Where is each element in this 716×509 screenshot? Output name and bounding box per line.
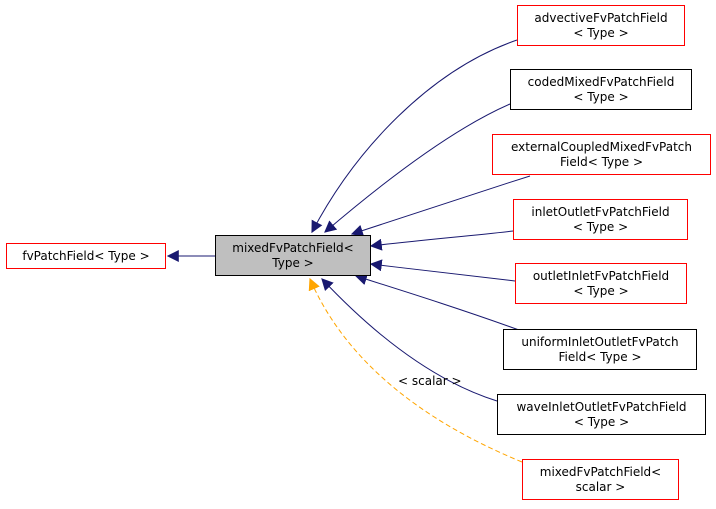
node-label: advectiveFvPatchField (534, 10, 668, 25)
node-outletInletFvPatchField[interactable]: outletInletFvPatchField < Type > (515, 263, 687, 304)
node-label: externalCoupledMixedFvPatch (510, 139, 693, 154)
edge-externalCoupledMixed-to-focus (350, 175, 531, 237)
node-label: mixedFvPatchField< (539, 464, 662, 479)
node-label: scalar > (575, 479, 626, 494)
node-label: < Type > (573, 89, 629, 104)
node-fvPatchField[interactable]: fvPatchField< Type > (6, 243, 166, 269)
node-codedMixedFvPatchField[interactable]: codedMixedFvPatchField < Type > (510, 69, 692, 110)
node-waveInletOutletFvPatchField[interactable]: waveInletOutletFvPatchField < Type > (497, 394, 706, 435)
edge-mixedScalar-to-focus (308, 277, 523, 463)
node-label: Field< Type > (560, 154, 643, 169)
edge-uniformInletOutlet-to-focus (354, 273, 531, 335)
node-label: Field< Type > (558, 349, 642, 364)
node-inletOutletFvPatchField[interactable]: inletOutletFvPatchField < Type > (513, 199, 688, 240)
node-externalCoupledMixedFvPatchField[interactable]: externalCoupledMixedFvPatch Field< Type … (492, 134, 711, 175)
node-label: inletOutletFvPatchField (531, 204, 670, 219)
node-advectiveFvPatchField[interactable]: advectiveFvPatchField < Type > (517, 5, 685, 46)
node-label: fvPatchField< Type > (22, 248, 150, 263)
edge-advective-to-focus (311, 39, 518, 234)
node-label: < Type > (572, 219, 629, 234)
node-uniformInletOutletFvPatchField[interactable]: uniformInletOutletFvPatch Field< Type > (503, 329, 697, 370)
node-label: codedMixedFvPatchField (527, 74, 675, 89)
node-label: < Type > (573, 414, 630, 429)
edge-codedMixed-to-focus (324, 103, 511, 233)
edge-outletInlet-to-focus (369, 259, 516, 282)
edge-inletOutlet-to-focus (369, 230, 514, 251)
node-label: outletInletFvPatchField (532, 268, 670, 283)
node-label: uniformInletOutletFvPatch (521, 334, 679, 349)
node-label: mixedFvPatchField< (232, 240, 354, 255)
node-label: < Type > (573, 283, 629, 298)
template-arg-label: < scalar > (398, 374, 462, 388)
node-mixedFvPatchField-focus: mixedFvPatchField< Type > (215, 235, 371, 276)
node-label: < Type > (573, 25, 629, 40)
node-label: waveInletOutletFvPatchField (516, 399, 687, 414)
node-label: Type > (272, 255, 314, 270)
edge-waveInletOutlet-to-focus (321, 278, 498, 402)
node-mixedFvPatchField-scalar[interactable]: mixedFvPatchField< scalar > (522, 459, 679, 500)
